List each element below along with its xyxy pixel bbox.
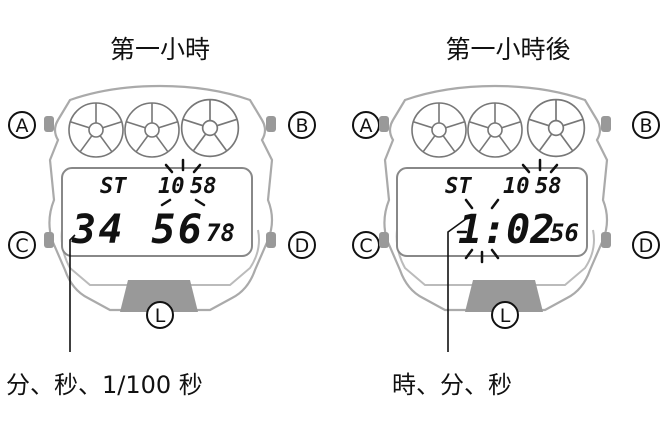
left-flash-marks <box>160 158 206 207</box>
left-big-digits: 34 56 <box>71 207 202 253</box>
right-gear-3 <box>526 98 586 158</box>
left-side-button-a <box>44 116 54 132</box>
right-side-button-a <box>379 116 389 132</box>
right-caption: 時、分、秒 <box>392 371 512 399</box>
left-side-button-c <box>44 232 54 248</box>
right-button-c: C <box>352 231 380 259</box>
svg-text:L: L <box>155 305 166 327</box>
right-watch-title: 第一小時後 <box>445 35 570 64</box>
right-button-b: B <box>632 111 660 139</box>
left-top-hour: 10 <box>158 174 185 199</box>
svg-text:A: A <box>360 115 373 137</box>
left-button-b: B <box>288 111 316 139</box>
svg-text:D: D <box>295 235 310 257</box>
left-top-minute: 58 <box>190 174 217 199</box>
right-bottom-button-l <box>465 280 543 312</box>
left-leader-line <box>69 234 76 352</box>
right-lcd <box>396 167 588 257</box>
svg-text:D: D <box>639 235 654 257</box>
left-caption: 分、秒、1/100 秒 <box>6 371 203 399</box>
left-st-label: ST <box>100 174 127 199</box>
right-side-button-b <box>601 116 611 132</box>
left-gear-2 <box>124 102 180 158</box>
left-button-c: C <box>8 231 36 259</box>
right-hour-flash-marks <box>456 198 500 264</box>
left-gear-1 <box>68 102 124 158</box>
right-side-button-d <box>601 232 611 248</box>
right-small-digits: 56 <box>550 219 579 247</box>
svg-text:A: A <box>16 115 29 137</box>
right-top-minute: 58 <box>535 174 562 199</box>
left-lcd <box>61 167 253 257</box>
right-gear-2 <box>467 102 523 158</box>
svg-text:L: L <box>500 305 511 327</box>
svg-text:B: B <box>295 115 308 137</box>
left-side-button-b <box>266 116 276 132</box>
svg-text:C: C <box>359 235 372 257</box>
svg-text:B: B <box>639 115 652 137</box>
svg-text:C: C <box>15 235 28 257</box>
left-button-a: A <box>8 111 36 139</box>
right-button-a: A <box>352 111 380 139</box>
left-bottom-button-l <box>120 280 198 312</box>
right-gear-1 <box>411 102 467 158</box>
right-button-d: D <box>632 231 660 259</box>
left-watch: 第一小時 ST 10 58 34 56 78 A <box>6 35 316 399</box>
right-st-label: ST <box>445 174 472 199</box>
right-button-l-label: L <box>491 301 519 329</box>
left-side-button-d <box>266 232 276 248</box>
right-top-flash-marks <box>521 158 559 174</box>
right-big-digits: 1:02 <box>458 207 554 253</box>
left-gear-3 <box>180 98 240 158</box>
left-button-l-label: L <box>146 301 174 329</box>
right-leader-line <box>447 215 471 352</box>
right-side-button-c <box>379 232 389 248</box>
left-small-digits: 78 <box>206 219 235 247</box>
right-watch: 第一小時後 ST 10 58 1:02 56 A <box>352 35 660 399</box>
right-top-hour: 10 <box>503 174 530 199</box>
left-button-d: D <box>288 231 316 259</box>
left-watch-title: 第一小時 <box>110 35 210 64</box>
